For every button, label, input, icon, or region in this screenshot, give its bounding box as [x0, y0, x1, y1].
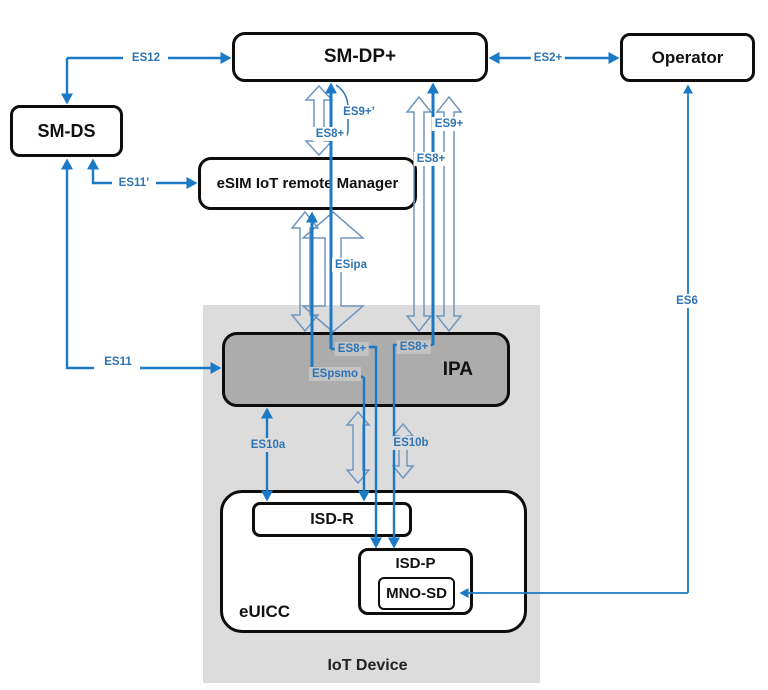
isd-r-box: ISD-R: [252, 502, 412, 537]
operator-box: Operator: [620, 33, 755, 82]
es10b-label: ES10b: [390, 435, 432, 451]
smdp-ipa-hollow-left: [405, 95, 433, 333]
es8plus-top-label: ES8+: [312, 126, 348, 142]
es9-hollow-right: [435, 95, 463, 333]
sm-ds-label: SM-DS: [37, 120, 96, 141]
es11-label: ES11: [101, 354, 135, 370]
operator-label: Operator: [651, 47, 724, 67]
euicc-label: eUICC: [239, 602, 291, 621]
es10a-label: ES10a: [247, 437, 289, 453]
mno-sd-label: MNO-SD: [386, 585, 447, 602]
es9plus-label: ES9+: [431, 116, 467, 132]
es8plus-ipa-left-label: ES8+: [334, 341, 370, 357]
es8plus-right-label: ES8+: [413, 151, 449, 167]
mno-sd-box: MNO-SD: [378, 577, 455, 610]
es6-label: ES6: [673, 293, 701, 309]
espsmo-label: ESpsmo: [308, 366, 362, 382]
es12-label: ES12: [128, 50, 164, 66]
es11prime-label: ES11’: [115, 175, 153, 191]
ipa-label: IPA: [442, 358, 473, 380]
sm-ds-box: SM-DS: [10, 105, 123, 157]
es2plus-label: ES2+: [530, 50, 566, 66]
es8-hollow-top: [304, 84, 334, 157]
eim-label: eSIM IoT remote Manager: [216, 175, 399, 192]
isd-r-label: ISD-R: [310, 510, 354, 528]
sm-dp-box: SM-DP+: [232, 32, 488, 82]
esim-iot-remote-manager-box: eSIM IoT remote Manager: [198, 157, 417, 210]
es11-connector: [61, 158, 222, 374]
es8plus-ipa-right-label: ES8+: [396, 339, 432, 355]
esipa-label: ESipa: [332, 257, 370, 273]
isd-p-label: ISD-P: [395, 555, 436, 572]
iot-device-label: IoT Device: [327, 657, 408, 674]
sm-dp-label: SM-DP+: [323, 46, 397, 67]
es9plus-prime-label: ES9+’: [340, 104, 378, 120]
